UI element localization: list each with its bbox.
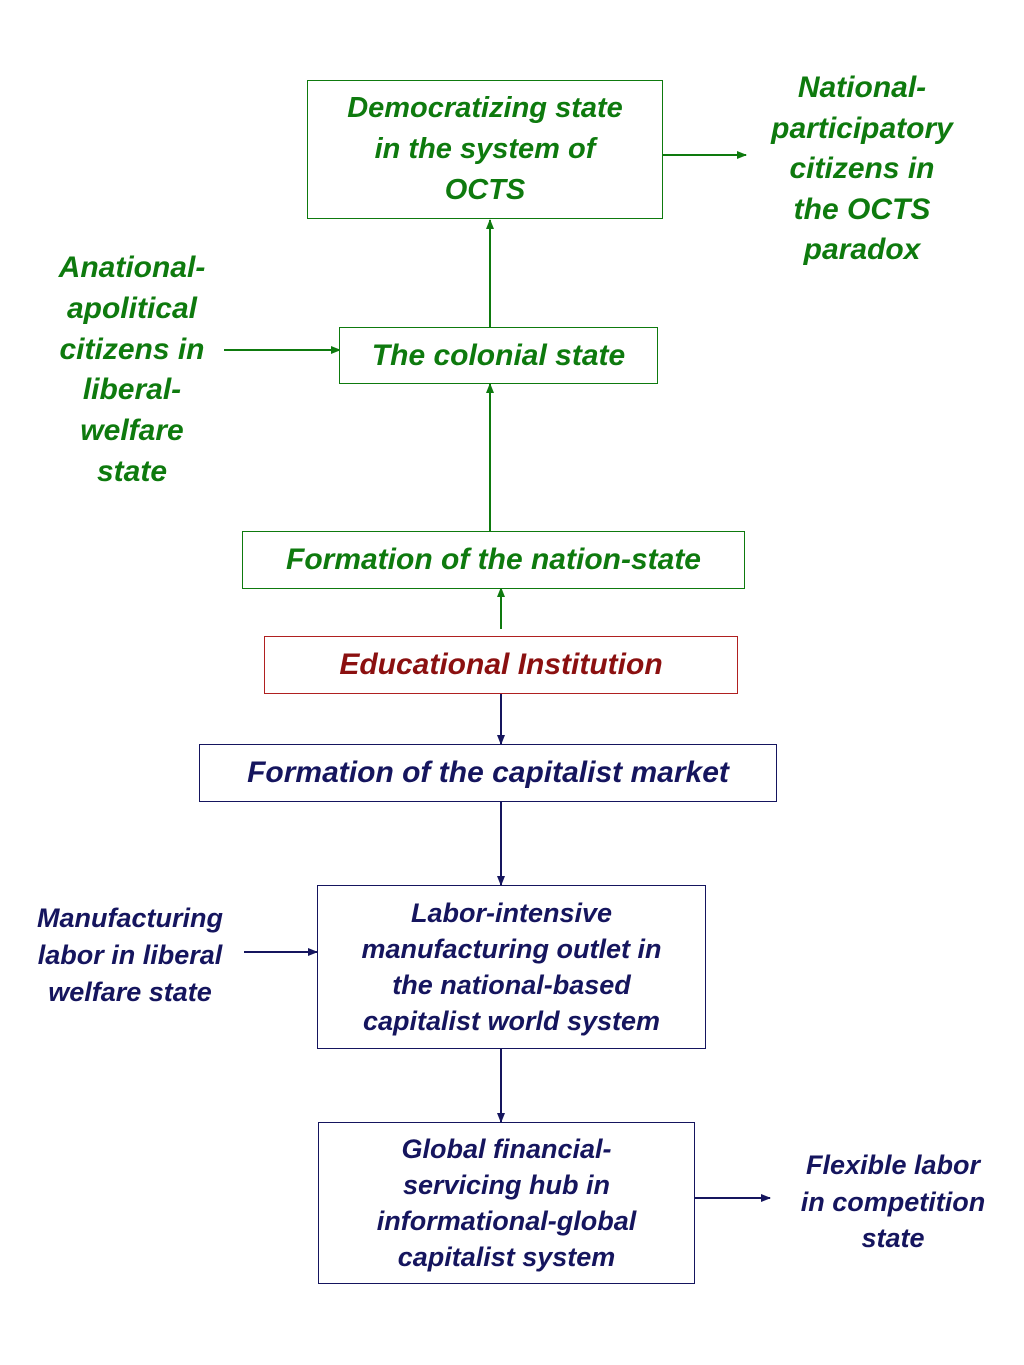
capitalist-market-label: Formation of the capitalist market: [247, 756, 729, 789]
democratizing-state-box: Democratizing state in the system of OCT…: [307, 80, 663, 219]
flexible-labor-label: Flexible labor in competition state: [800, 1150, 986, 1253]
national-participatory-label: National- participatory citizens in the …: [771, 71, 953, 266]
capitalist-market-box: Formation of the capitalist market: [199, 744, 777, 802]
global-financial-label: Global financial- servicing hub in infor…: [376, 1134, 637, 1272]
global-financial-box: Global financial- servicing hub in infor…: [318, 1122, 695, 1284]
labor-intensive-label: Labor-intensive manufacturing outlet in …: [361, 898, 662, 1036]
colonial-state-box: The colonial state: [339, 327, 658, 384]
manufacturing-labor-label: Manufacturing labor in liberal welfare s…: [37, 903, 223, 1007]
anational-apolitical-label: Anational- apolitical citizens in libera…: [58, 251, 206, 488]
nation-state-box: Formation of the nation-state: [242, 531, 745, 589]
colonial-state-label: The colonial state: [371, 338, 626, 372]
educational-institution-label: Educational Institution: [339, 648, 663, 681]
educational-institution-box: Educational Institution: [264, 636, 738, 694]
democratizing-state-label: Democratizing state in the system of OCT…: [347, 92, 623, 206]
nation-state-label: Formation of the nation-state: [286, 543, 701, 576]
labor-intensive-box: Labor-intensive manufacturing outlet in …: [317, 885, 706, 1049]
